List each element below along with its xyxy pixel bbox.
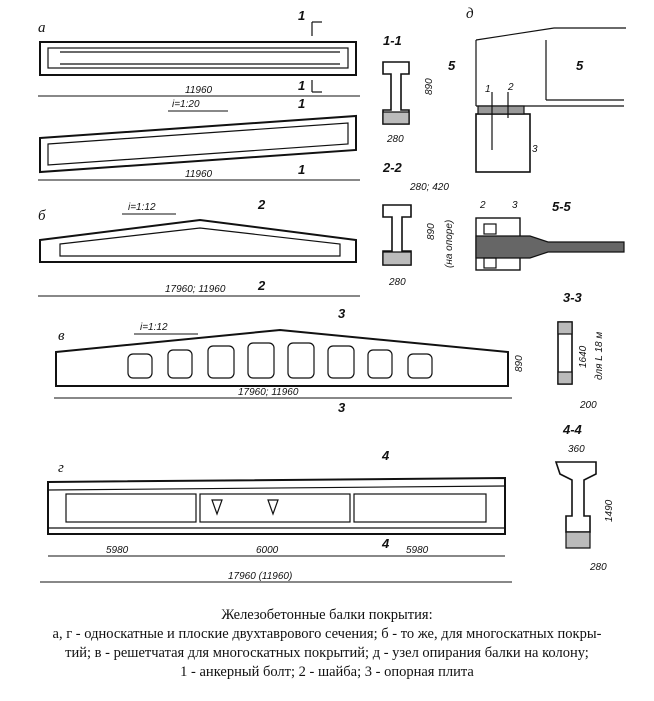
section-title-4-4: 4-4	[562, 422, 583, 437]
section-title-5-5: 5-5	[552, 199, 572, 214]
dim-a1-length: 11960	[185, 85, 213, 96]
dim-v-height: 890	[514, 355, 525, 372]
node-label-1: 1	[485, 84, 491, 95]
node-label-2: 2	[507, 82, 514, 93]
beam-a-bottom	[39, 114, 357, 174]
section-3-3	[557, 321, 573, 385]
mark-4a: 4	[381, 448, 390, 463]
caption-title: Железобетонные балки покрытия:	[221, 607, 433, 623]
caption-line-2: тий; в - решетчатая для многоскатных пок…	[65, 645, 589, 661]
mark-5a: 5	[448, 58, 456, 73]
caption-line-1: а, г - односкатные и плоские двухтаврово…	[52, 626, 602, 642]
mark-4b: 4	[381, 536, 390, 551]
section-2-2	[382, 204, 412, 266]
section-title-1-1: 1-1	[383, 33, 402, 48]
panel-label-d: д	[466, 6, 474, 22]
beam-v-lattice	[55, 328, 509, 387]
dim-g-total: 17960 (11960)	[228, 571, 292, 582]
dim-g-part3: 5980	[406, 545, 429, 556]
section-title-2-2: 2-2	[382, 160, 403, 175]
section-mark-1-top	[311, 21, 322, 93]
panel-label-b: б	[38, 208, 46, 224]
node-label-3b: 3	[512, 200, 518, 211]
mark-1c: 1	[298, 96, 305, 111]
beam-drawing: а 1 1 11960 i=1:20 1 1 11960 б i=1:12 2 …	[38, 6, 626, 583]
dim-s44-height: 1490	[604, 499, 615, 522]
section-4-4	[554, 461, 597, 549]
mark-3b: 3	[338, 400, 346, 415]
figure-caption: Железобетонные балки покрытия: а, г - од…	[0, 606, 654, 682]
caption-line-3: 1 - анкерный болт; 2 - шайба; 3 - опорна…	[180, 664, 474, 680]
dim-s33-note: для L 18 м	[594, 332, 605, 380]
panel-label-v: в	[58, 328, 65, 344]
slope-a: i=1:20	[172, 99, 200, 110]
mark-2b: 2	[257, 278, 266, 293]
mark-5b: 5	[576, 58, 584, 73]
dim-s33-width: 200	[579, 400, 597, 411]
mark-1d: 1	[298, 162, 305, 177]
mark-2a: 2	[257, 197, 266, 212]
dim-v-length: 17960; 11960	[238, 387, 299, 398]
dim-s22-height: 890	[426, 223, 437, 240]
dim-s22-note: (на опоре)	[444, 220, 455, 268]
beam-a-top	[39, 41, 357, 76]
beam-g	[47, 476, 506, 535]
node-label-3: 3	[532, 144, 538, 155]
dim-a2-length: 11960	[185, 169, 213, 180]
slope-v: i=1:12	[140, 322, 168, 333]
section-title-3-3: 3-3	[563, 290, 583, 305]
dim-s22-top: 280; 420	[409, 182, 449, 193]
mark-3a: 3	[338, 306, 346, 321]
section-1-1	[382, 61, 410, 125]
section-5-5	[475, 217, 625, 271]
dim-s11-height: 890	[424, 78, 435, 95]
dim-s22-width: 280	[388, 277, 406, 288]
dim-s33-height: 1640	[578, 345, 589, 368]
dim-g-part2: 6000	[256, 545, 279, 556]
dim-b-length: 17960; 11960	[165, 284, 226, 295]
support-node	[475, 27, 626, 173]
panel-label-a: а	[38, 20, 46, 36]
panel-label-g: г	[58, 460, 64, 476]
dim-s44-width: 280	[589, 562, 607, 573]
mark-1a: 1	[298, 8, 305, 23]
beam-b	[39, 218, 357, 263]
dim-g-part1: 5980	[106, 545, 129, 556]
slope-b: i=1:12	[128, 202, 156, 213]
mark-1b: 1	[298, 78, 305, 93]
node-label-2b: 2	[479, 200, 486, 211]
dim-s11-width: 280	[386, 134, 404, 145]
dim-s44-top: 360	[568, 444, 585, 455]
